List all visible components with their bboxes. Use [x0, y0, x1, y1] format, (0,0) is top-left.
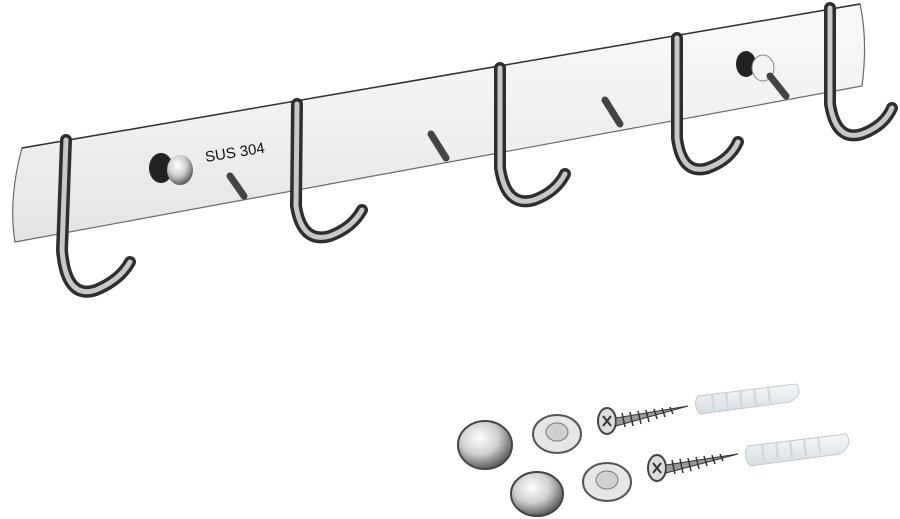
wall-plug-icon: [744, 433, 850, 467]
rail-tabs: [226, 72, 790, 200]
screw-cap-icon: [736, 51, 775, 82]
hook-icon: [494, 62, 571, 208]
cover-cap-icon: [510, 471, 564, 517]
hook-icon: [824, 2, 898, 142]
screw-icon: [597, 405, 689, 435]
hook-icon: [289, 98, 368, 244]
mounting-hardware: [457, 383, 850, 517]
wall-plug-icon: [694, 383, 800, 415]
cap-base-icon: [532, 414, 582, 454]
screw-cap-icon: [149, 153, 193, 185]
hook-icon: [55, 134, 136, 298]
cover-cap-icon: [457, 420, 513, 470]
hook-icon: [671, 32, 744, 176]
rail-plate: [12, 3, 866, 243]
screw-icon: [647, 453, 739, 482]
cap-base-icon: [582, 462, 632, 502]
hook-rail: SUS 304: [12, 2, 898, 298]
